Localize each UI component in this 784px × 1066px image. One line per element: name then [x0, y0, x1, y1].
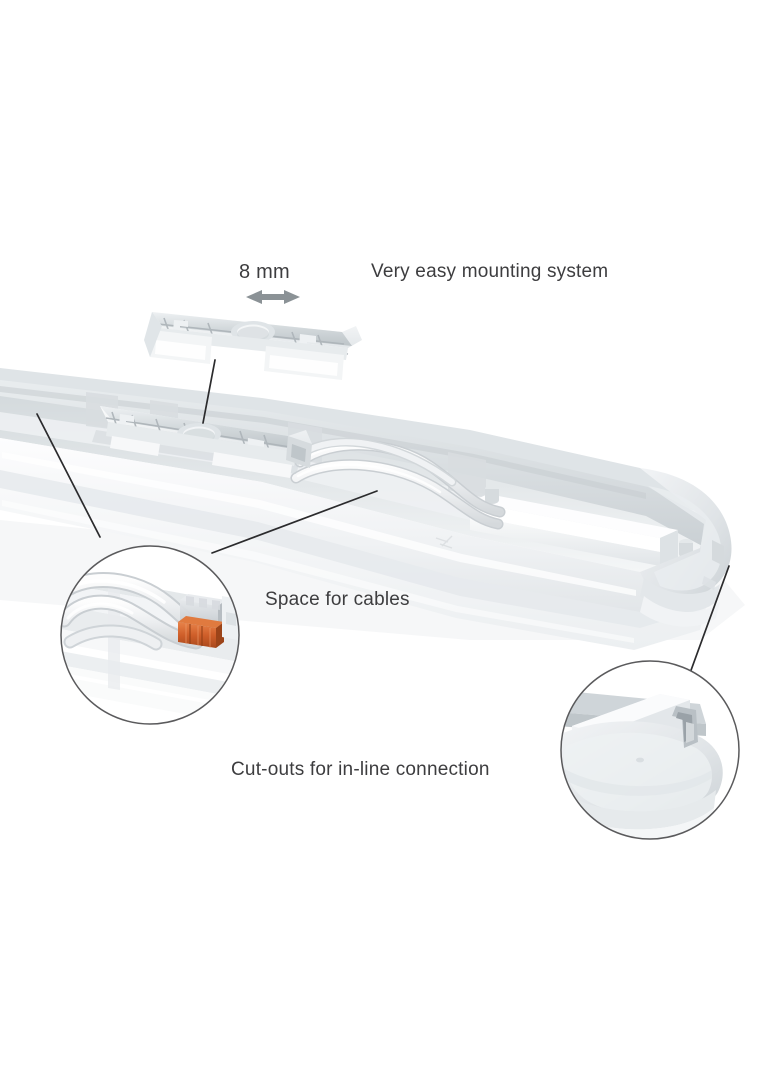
space-for-cables-label: Space for cables: [265, 589, 410, 610]
cut-outs-label: Cut-outs for in-line connection: [231, 759, 490, 780]
gear-tray: [470, 494, 678, 566]
callout-endcap-cutout: [560, 660, 740, 840]
mounting-system-label: Very easy mounting system: [371, 261, 609, 282]
leader-cable-circle-to-channel: [211, 490, 378, 554]
wire-connector: [178, 594, 226, 648]
leader-bracket-to-bracket: [202, 359, 216, 424]
mounting-bracket-seated: [92, 406, 312, 478]
callout-cable-compartment: [60, 545, 240, 725]
routed-cables: [290, 437, 506, 530]
end-cap-right: [640, 468, 732, 627]
dimension-arrow-icon: [246, 290, 300, 304]
dimension-label: 8 mm: [239, 261, 290, 283]
mounting-bracket-exploded[interactable]: [144, 312, 362, 380]
leader-housing-to-cable-circle: [36, 413, 101, 538]
